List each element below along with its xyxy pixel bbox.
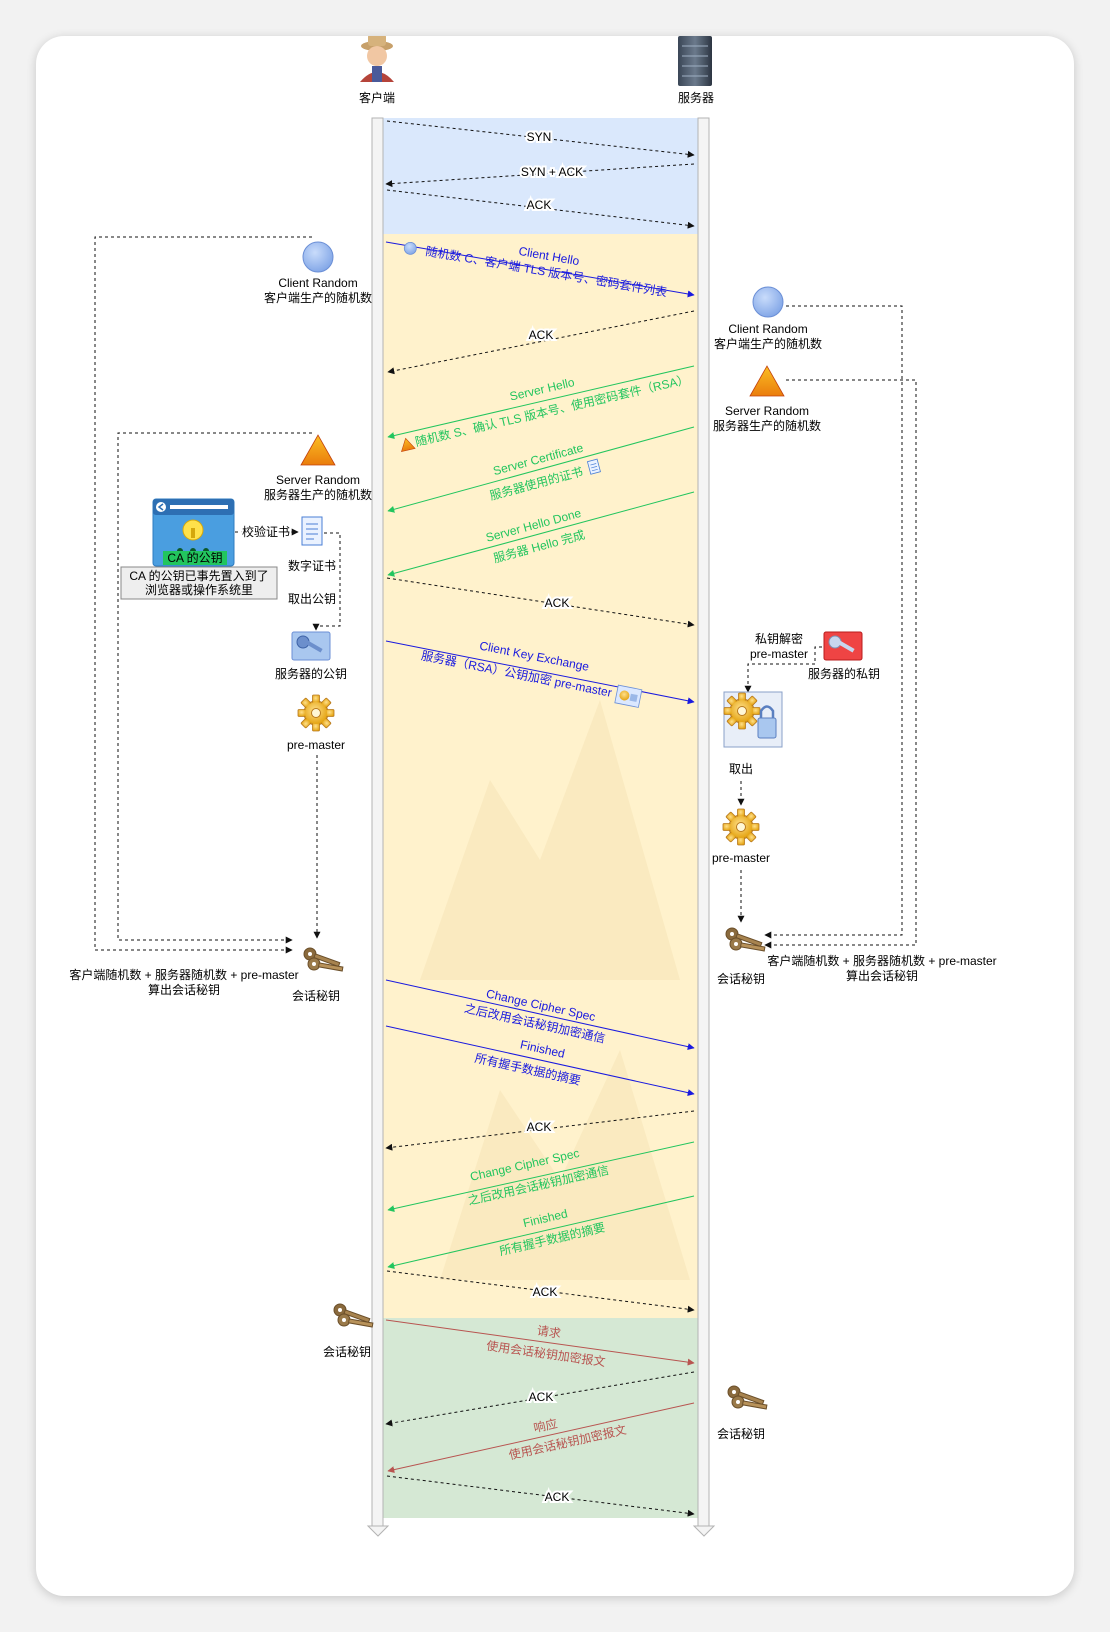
client-session-key-label: 会话秘钥	[292, 989, 340, 1003]
server-server-random-subtitle: 服务器生产的随机数	[713, 418, 821, 433]
server-client-random-circle-icon	[752, 286, 784, 318]
client-session-key-icon	[303, 947, 344, 972]
client-random-small-icon	[403, 241, 417, 255]
client-random-circle-icon	[302, 241, 334, 273]
server-side: Client Random 客户端生产的随机数 Server Random 服务…	[712, 286, 997, 1441]
client-random-subtitle: 客户端生产的随机数	[264, 290, 372, 305]
data-zone	[383, 1318, 698, 1518]
server-server-random-triangle-icon	[749, 365, 785, 397]
client-formula-line1: 客户端随机数 + 服务器随机数 + pre-master	[69, 967, 298, 982]
server-privkey-label: 服务器的私钥	[808, 666, 880, 681]
msg-ack6-label: ACK	[529, 1390, 554, 1404]
server-random-small-icon	[401, 437, 416, 452]
server-actor-label: 服务器	[678, 90, 714, 105]
msg-request-arrow	[385, 1319, 695, 1366]
server-session-key-icon	[725, 927, 766, 952]
msg-ack3-arrow	[386, 577, 695, 628]
msg-ack3-label: ACK	[545, 596, 570, 610]
ca-note-box	[120, 566, 278, 600]
server-server-random-title: Server Random	[725, 404, 809, 418]
client-lifeline	[371, 117, 384, 1529]
decrypt-label-line2: pre-master	[750, 647, 808, 661]
ca-note-line1: CA 的公钥已事先置入到了	[129, 568, 268, 583]
msg-s-fin-arrow	[387, 1195, 695, 1269]
client-actor-icon	[360, 36, 394, 82]
ca-note-line2: 浏览器或操作系统里	[145, 582, 253, 597]
msg-client-hello-arrow	[385, 241, 695, 298]
tcp-zone	[383, 118, 698, 234]
server-formula-line2: 算出会话秘钥	[846, 968, 918, 983]
server-data-session-key-label: 会话秘钥	[717, 1427, 765, 1441]
server-server-random-route	[764, 379, 917, 949]
client-data-session-key-label: 会话秘钥	[323, 1345, 371, 1359]
client-random-route	[94, 236, 312, 954]
digital-certificate-icon	[301, 516, 323, 546]
client-data-session-key-icon	[333, 1303, 374, 1328]
server-pre-master-gear-icon	[722, 808, 760, 846]
lifelines	[366, 117, 716, 1537]
server-lifeline	[697, 117, 710, 1529]
server-pubkey-label: 服务器的公钥	[275, 666, 347, 681]
extract-label: 取出	[729, 762, 753, 776]
server-session-key-label: 会话秘钥	[717, 972, 765, 986]
msg-c-ccs-arrow	[385, 979, 695, 1051]
msg-synack-label: SYN + ACK	[521, 165, 583, 179]
client-side: Client Random 客户端生产的随机数 Server Random 服务…	[69, 236, 374, 1359]
server-client-random-route	[764, 305, 903, 939]
msg-ack5-label: ACK	[533, 1285, 558, 1299]
server-client-random-subtitle: 客户端生产的随机数	[714, 336, 822, 351]
client-formula-line2: 算出会话秘钥	[148, 982, 220, 997]
zones	[383, 118, 698, 1518]
pre-master-label: pre-master	[287, 738, 345, 752]
server-formula-line1: 客户端随机数 + 服务器随机数 + pre-master	[767, 953, 996, 968]
msg-ack1-label: ACK	[527, 198, 552, 212]
server-random-triangle-icon	[300, 434, 336, 466]
msg-ack2-label: ACK	[529, 328, 554, 342]
msg-server-cert-arrow	[387, 426, 695, 513]
server-random-route	[117, 432, 312, 944]
extract-pubkey-connector	[312, 532, 341, 631]
msg-client-key-arrow	[385, 640, 695, 705]
msg-c-fin-arrow	[385, 1025, 695, 1097]
decrypt-connector	[744, 646, 822, 693]
msg-response-arrow	[387, 1402, 695, 1474]
msg-server-hello-arrow	[387, 365, 695, 439]
digital-cert-label: 数字证书	[288, 558, 336, 573]
msg-ack4-label: ACK	[527, 1120, 552, 1134]
diagram-card: 客户端 服务器 SYN SYN + ACK ACK Client Hello 随…	[36, 36, 1074, 1596]
msg-request-title: 请求	[536, 1324, 562, 1341]
server-private-key-icon	[823, 631, 863, 661]
verify-cert-label: 校验证书	[242, 524, 290, 539]
mountain-watermark	[420, 700, 690, 1280]
pre-master-gear-icon	[297, 694, 335, 732]
client-actor-label: 客户端	[359, 90, 395, 105]
server-data-session-key-icon	[727, 1385, 768, 1410]
server-pre-master-label: pre-master	[712, 851, 770, 865]
extract-pubkey-label: 取出公钥	[288, 592, 336, 606]
msg-response-title: 响应	[532, 1415, 559, 1435]
certificate-small-icon	[586, 458, 601, 475]
ca-public-key-icon	[152, 498, 235, 567]
encrypted-pre-master-icon	[723, 691, 783, 748]
server-random-subtitle: 服务器生产的随机数	[264, 487, 372, 502]
server-public-key-icon	[291, 631, 331, 661]
decrypt-label-line1: 私钥解密	[755, 631, 803, 646]
msg-syn-label: SYN	[527, 130, 552, 144]
msg-s-ccs-arrow	[387, 1141, 695, 1213]
server-actor-icon	[678, 36, 712, 86]
server-random-title: Server Random	[276, 473, 360, 487]
encrypted-pre-master-small-icon	[614, 684, 643, 708]
server-client-random-title: Client Random	[728, 322, 807, 336]
tls-handshake-diagram: 客户端 服务器 SYN SYN + ACK ACK Client Hello 随…	[69, 36, 997, 1537]
ca-key-label: CA 的公钥	[167, 550, 222, 565]
msg-ack2-arrow	[387, 310, 695, 375]
msg-server-done-arrow	[387, 491, 695, 577]
tls-zone	[383, 234, 698, 1318]
client-random-title: Client Random	[278, 276, 357, 290]
msg-ack6-arrow	[385, 1371, 695, 1427]
msg-ack7-label: ACK	[545, 1490, 570, 1504]
msg-ack4-arrow	[385, 1110, 695, 1151]
